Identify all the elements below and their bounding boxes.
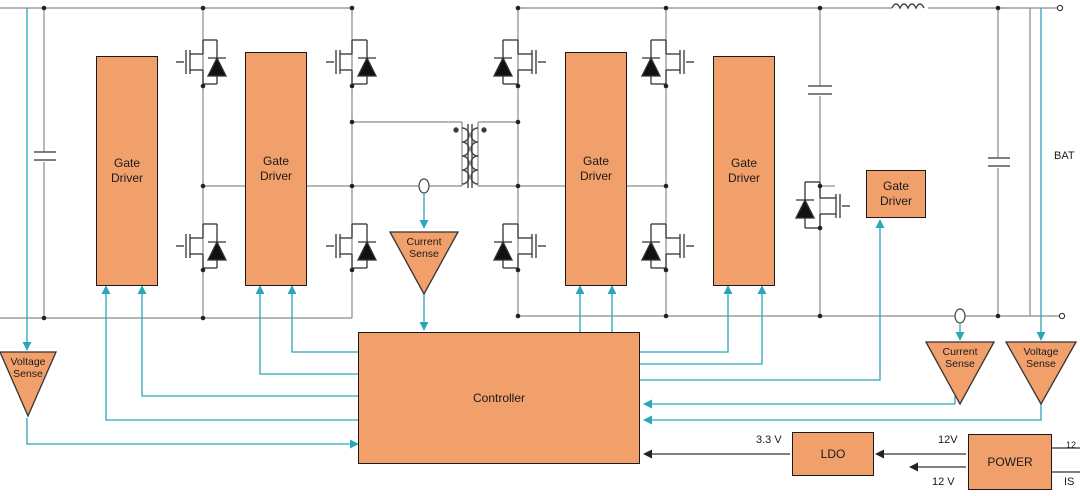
- gate-driver-1-label: Gate Driver: [111, 156, 143, 185]
- voltage-sense-2-shape: [1004, 341, 1078, 406]
- controller-block: Controller: [358, 332, 640, 464]
- signal-wiring: [22, 8, 1046, 449]
- ldo-output-voltage: 3.3 V: [756, 434, 782, 446]
- ldo-label: LDO: [820, 446, 846, 461]
- supply-wiring: [643, 447, 1080, 473]
- gate-driver-3-label: Gate Driver: [580, 154, 612, 183]
- transformer: [453, 124, 487, 188]
- edge-label-top: 12: [1066, 440, 1077, 450]
- voltage-sense-1-shape: [0, 351, 57, 418]
- edge-label-bottom: IS: [1064, 476, 1075, 488]
- sense-triangles: [0, 231, 1078, 418]
- current-sense-1-shape: [388, 231, 460, 296]
- ldo-block: LDO: [792, 432, 874, 476]
- gate-driver-2: Gate Driver: [245, 52, 307, 286]
- gate-driver-4-label: Gate Driver: [728, 156, 760, 185]
- gate-driver-5: Gate Driver: [866, 170, 926, 218]
- bat-label: BAT: [1054, 150, 1075, 162]
- gate-driver-1: Gate Driver: [96, 56, 158, 286]
- voltage-sense-2-label: Voltage Sense: [1023, 346, 1059, 370]
- inductor: [891, 3, 925, 10]
- controller-label: Controller: [472, 390, 526, 405]
- current-sense-1-label: Current Sense: [406, 236, 442, 260]
- power-label: POWER: [987, 454, 1033, 469]
- power-block: POWER: [968, 434, 1052, 490]
- gate-driver-5-label: Gate Driver: [880, 179, 912, 208]
- gate-driver-2-label: Gate Driver: [260, 154, 292, 183]
- capacitors: [34, 85, 1010, 167]
- junction-dots: [41, 4, 1066, 321]
- mosfets: [176, 39, 850, 269]
- voltage-sense-1-label: Voltage Sense: [10, 356, 46, 380]
- current-sense-2-shape: [924, 341, 996, 406]
- gate-driver-4: Gate Driver: [713, 56, 775, 286]
- current-sense-2-label: Current Sense: [942, 346, 978, 370]
- power-output-voltage: 12 V: [932, 476, 955, 488]
- gate-driver-3: Gate Driver: [565, 52, 627, 286]
- ldo-input-voltage: 12V: [938, 434, 958, 446]
